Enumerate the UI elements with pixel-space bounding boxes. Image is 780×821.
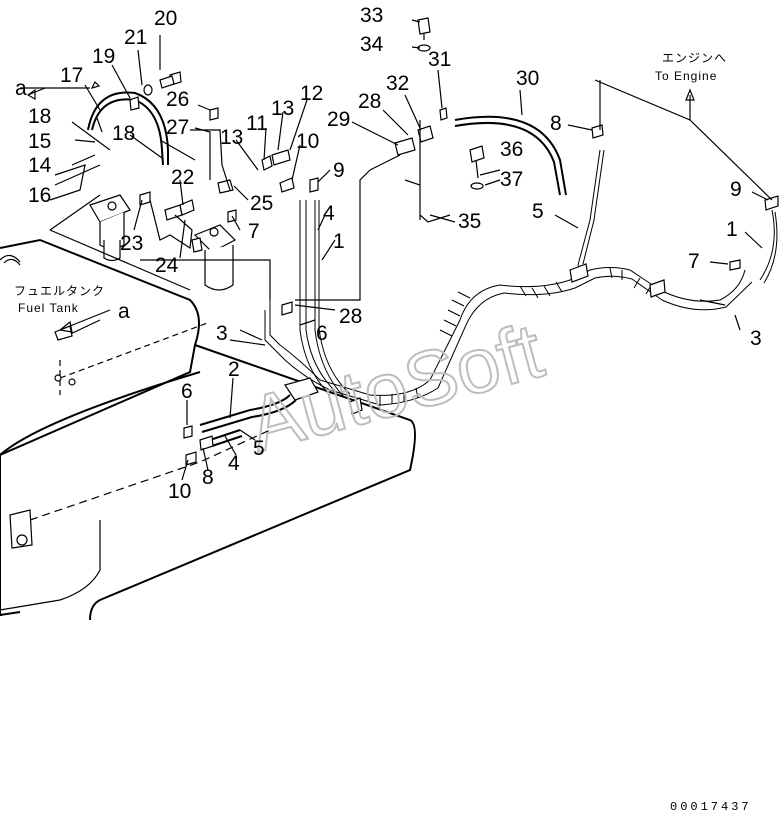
callout-32: 32 <box>386 72 409 95</box>
to-engine-label-en: To Engine <box>655 69 717 83</box>
callout-21: 21 <box>124 26 147 49</box>
callout-25: 25 <box>250 192 273 215</box>
callout-2: 2 <box>228 358 240 381</box>
callout-12: 12 <box>300 82 323 105</box>
callout-1-center: 1 <box>333 230 345 253</box>
callout-36: 36 <box>500 138 523 161</box>
callout-23: 23 <box>120 232 143 255</box>
callout-16: 16 <box>28 184 51 207</box>
to-engine-label-jp: エンジンへ <box>662 51 727 65</box>
callout-5-right: 5 <box>532 200 544 223</box>
callout-17: 17 <box>60 64 83 87</box>
annotations: フュエルタンク Fuel Tank エンジンへ To Engine a a Au… <box>14 51 752 814</box>
drawing-number: 00017437 <box>670 800 752 814</box>
callout-29: 29 <box>327 108 350 131</box>
view-letter-top: a <box>15 77 27 100</box>
fuel-tank-label-en: Fuel Tank <box>18 301 79 315</box>
callout-3-right: 3 <box>750 327 762 350</box>
callout-37: 37 <box>500 168 523 191</box>
leader-lines <box>20 19 773 481</box>
callout-7-center: 7 <box>248 220 260 243</box>
callout-20: 20 <box>154 7 177 30</box>
fuel-tank <box>0 238 416 621</box>
callout-31: 31 <box>428 48 451 71</box>
callout-numbers: 20 21 19 17 26 33 34 31 32 28 29 30 12 1… <box>28 4 762 503</box>
callout-3-left: 3 <box>216 322 228 345</box>
water-separator <box>191 224 237 291</box>
callout-1-right: 1 <box>726 218 738 241</box>
callout-30: 30 <box>516 67 539 90</box>
callout-14: 14 <box>28 154 52 177</box>
callout-15: 15 <box>28 130 51 153</box>
callout-19: 19 <box>92 45 115 68</box>
callout-6-lower: 6 <box>181 380 193 403</box>
callout-4-lower: 4 <box>228 452 240 475</box>
callout-5-lower: 5 <box>253 437 265 460</box>
callout-18-left: 18 <box>28 105 51 128</box>
callout-26: 26 <box>166 88 189 111</box>
callout-4-center: 4 <box>323 202 335 225</box>
callout-33: 33 <box>360 4 383 27</box>
callout-10-lower: 10 <box>168 480 191 503</box>
callout-6-center: 6 <box>316 322 328 345</box>
callout-10-top: 10 <box>296 130 319 153</box>
callout-9-right: 9 <box>730 178 742 201</box>
callout-8-lower: 8 <box>202 466 214 489</box>
callout-27: 27 <box>166 116 189 139</box>
view-letter-tank: a <box>118 300 130 323</box>
callout-8-right: 8 <box>550 112 562 135</box>
fuel-tank-label-jp: フュエルタンク <box>14 284 105 298</box>
watermark: AutoSoft <box>240 306 552 469</box>
callout-18-mid: 18 <box>112 122 135 145</box>
callout-11: 11 <box>246 112 268 135</box>
callout-24: 24 <box>155 254 179 277</box>
callout-9-center: 9 <box>333 159 345 182</box>
callout-13-right: 13 <box>271 97 294 120</box>
callout-7-right: 7 <box>688 250 700 273</box>
callout-34: 34 <box>360 33 384 56</box>
callout-28-center: 28 <box>339 305 362 328</box>
callout-22: 22 <box>171 166 194 189</box>
callout-28-top: 28 <box>358 90 381 113</box>
callout-35: 35 <box>458 210 481 233</box>
callout-13-left: 13 <box>220 126 243 149</box>
fittings <box>129 17 779 466</box>
